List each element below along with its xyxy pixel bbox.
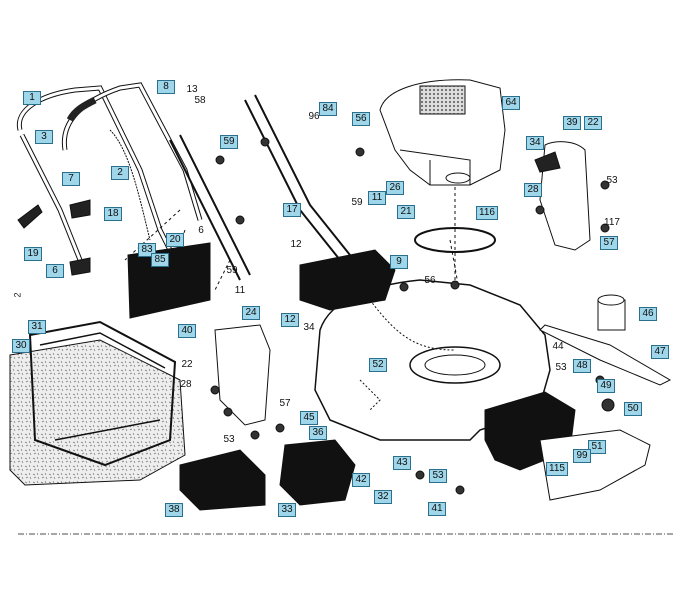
callout-label: 24 <box>242 306 260 320</box>
callout-label: 44 <box>552 341 564 352</box>
callout-label: 26 <box>192 292 204 303</box>
callout-label: 53 <box>606 175 618 186</box>
callout-label: 34 <box>526 136 544 150</box>
callout-label: 28 <box>524 183 542 197</box>
footer-rule <box>18 533 673 535</box>
engine <box>379 79 506 186</box>
callout-label: 46 <box>639 307 657 321</box>
drive-ring <box>414 227 496 253</box>
grass-catcher <box>9 339 186 486</box>
callout-label: 31 <box>28 320 46 334</box>
callout-label: 26 <box>386 181 404 195</box>
callout-label: 22 <box>181 359 193 370</box>
callout-label: 42 <box>352 473 370 487</box>
callout-label: 12 <box>281 313 299 327</box>
callout-label: 38 <box>165 503 183 517</box>
callout-label: 96 <box>308 111 320 122</box>
callout-label: 11 <box>368 191 386 205</box>
callout-label: 51 <box>588 440 606 454</box>
callout-label: 11 <box>234 285 246 296</box>
callout-label: 21 <box>397 205 415 219</box>
callout-label: 53 <box>429 469 447 483</box>
callout-label: 115 <box>546 462 568 476</box>
callout-label: 13 <box>186 84 198 95</box>
callout-label: 9 <box>390 255 408 269</box>
callout-label: 53 <box>223 434 235 445</box>
callout-label: 59 <box>220 135 238 149</box>
callout-label: 33 <box>278 503 296 517</box>
callout-label: 57 <box>600 236 618 250</box>
callout-label: 57 <box>279 398 291 409</box>
callout-label: 85 <box>151 253 169 267</box>
callout-label: 47 <box>651 345 669 359</box>
callout-label: 59 <box>226 265 238 276</box>
callout-label: 84 <box>319 102 337 116</box>
callout-label: 18 <box>104 207 122 221</box>
callout-label: 99 <box>573 449 591 463</box>
callout-label: 53 <box>555 362 567 373</box>
callout-label: 48 <box>573 359 591 373</box>
callout-label: 49 <box>597 379 615 393</box>
callout-label: 52 <box>369 358 387 372</box>
callout-label: 22 <box>584 116 602 130</box>
callout-label: 3 <box>35 130 53 144</box>
handle-mid <box>169 134 251 281</box>
blade <box>539 324 672 386</box>
callout-label: 19 <box>24 247 42 261</box>
callout-label: 50 <box>624 402 642 416</box>
callout-label: 34 <box>303 322 315 333</box>
callout-label: 117 <box>604 217 620 228</box>
callout-label: 43 <box>393 456 411 470</box>
callout-label: 30 <box>12 339 30 353</box>
callout-label: 1 <box>23 91 41 105</box>
callout-label: 6 <box>198 225 204 236</box>
callout-label: 56 <box>424 275 436 286</box>
callout-label: 39 <box>563 116 581 130</box>
callout-label: 20 <box>166 233 184 247</box>
callout-label: 28 <box>180 379 192 390</box>
side-mark: 2 <box>12 292 23 298</box>
callout-label: 7 <box>62 172 80 186</box>
callout-label: 36 <box>309 426 327 440</box>
callout-label: 58 <box>194 95 206 106</box>
callout-label: 12 <box>290 239 302 250</box>
callout-label: 45 <box>300 411 318 425</box>
callout-label: 17 <box>283 203 301 217</box>
callout-label: 59 <box>351 197 363 208</box>
callout-label: 8 <box>157 80 175 94</box>
callout-label: 32 <box>374 490 392 504</box>
callout-label: 2 <box>111 166 129 180</box>
callout-label: 41 <box>428 502 446 516</box>
callout-label: 40 <box>178 324 196 338</box>
callout-label: 56 <box>352 112 370 126</box>
callout-label: 64 <box>502 96 520 110</box>
callout-label: 116 <box>476 206 498 220</box>
callout-label: 6 <box>46 264 64 278</box>
